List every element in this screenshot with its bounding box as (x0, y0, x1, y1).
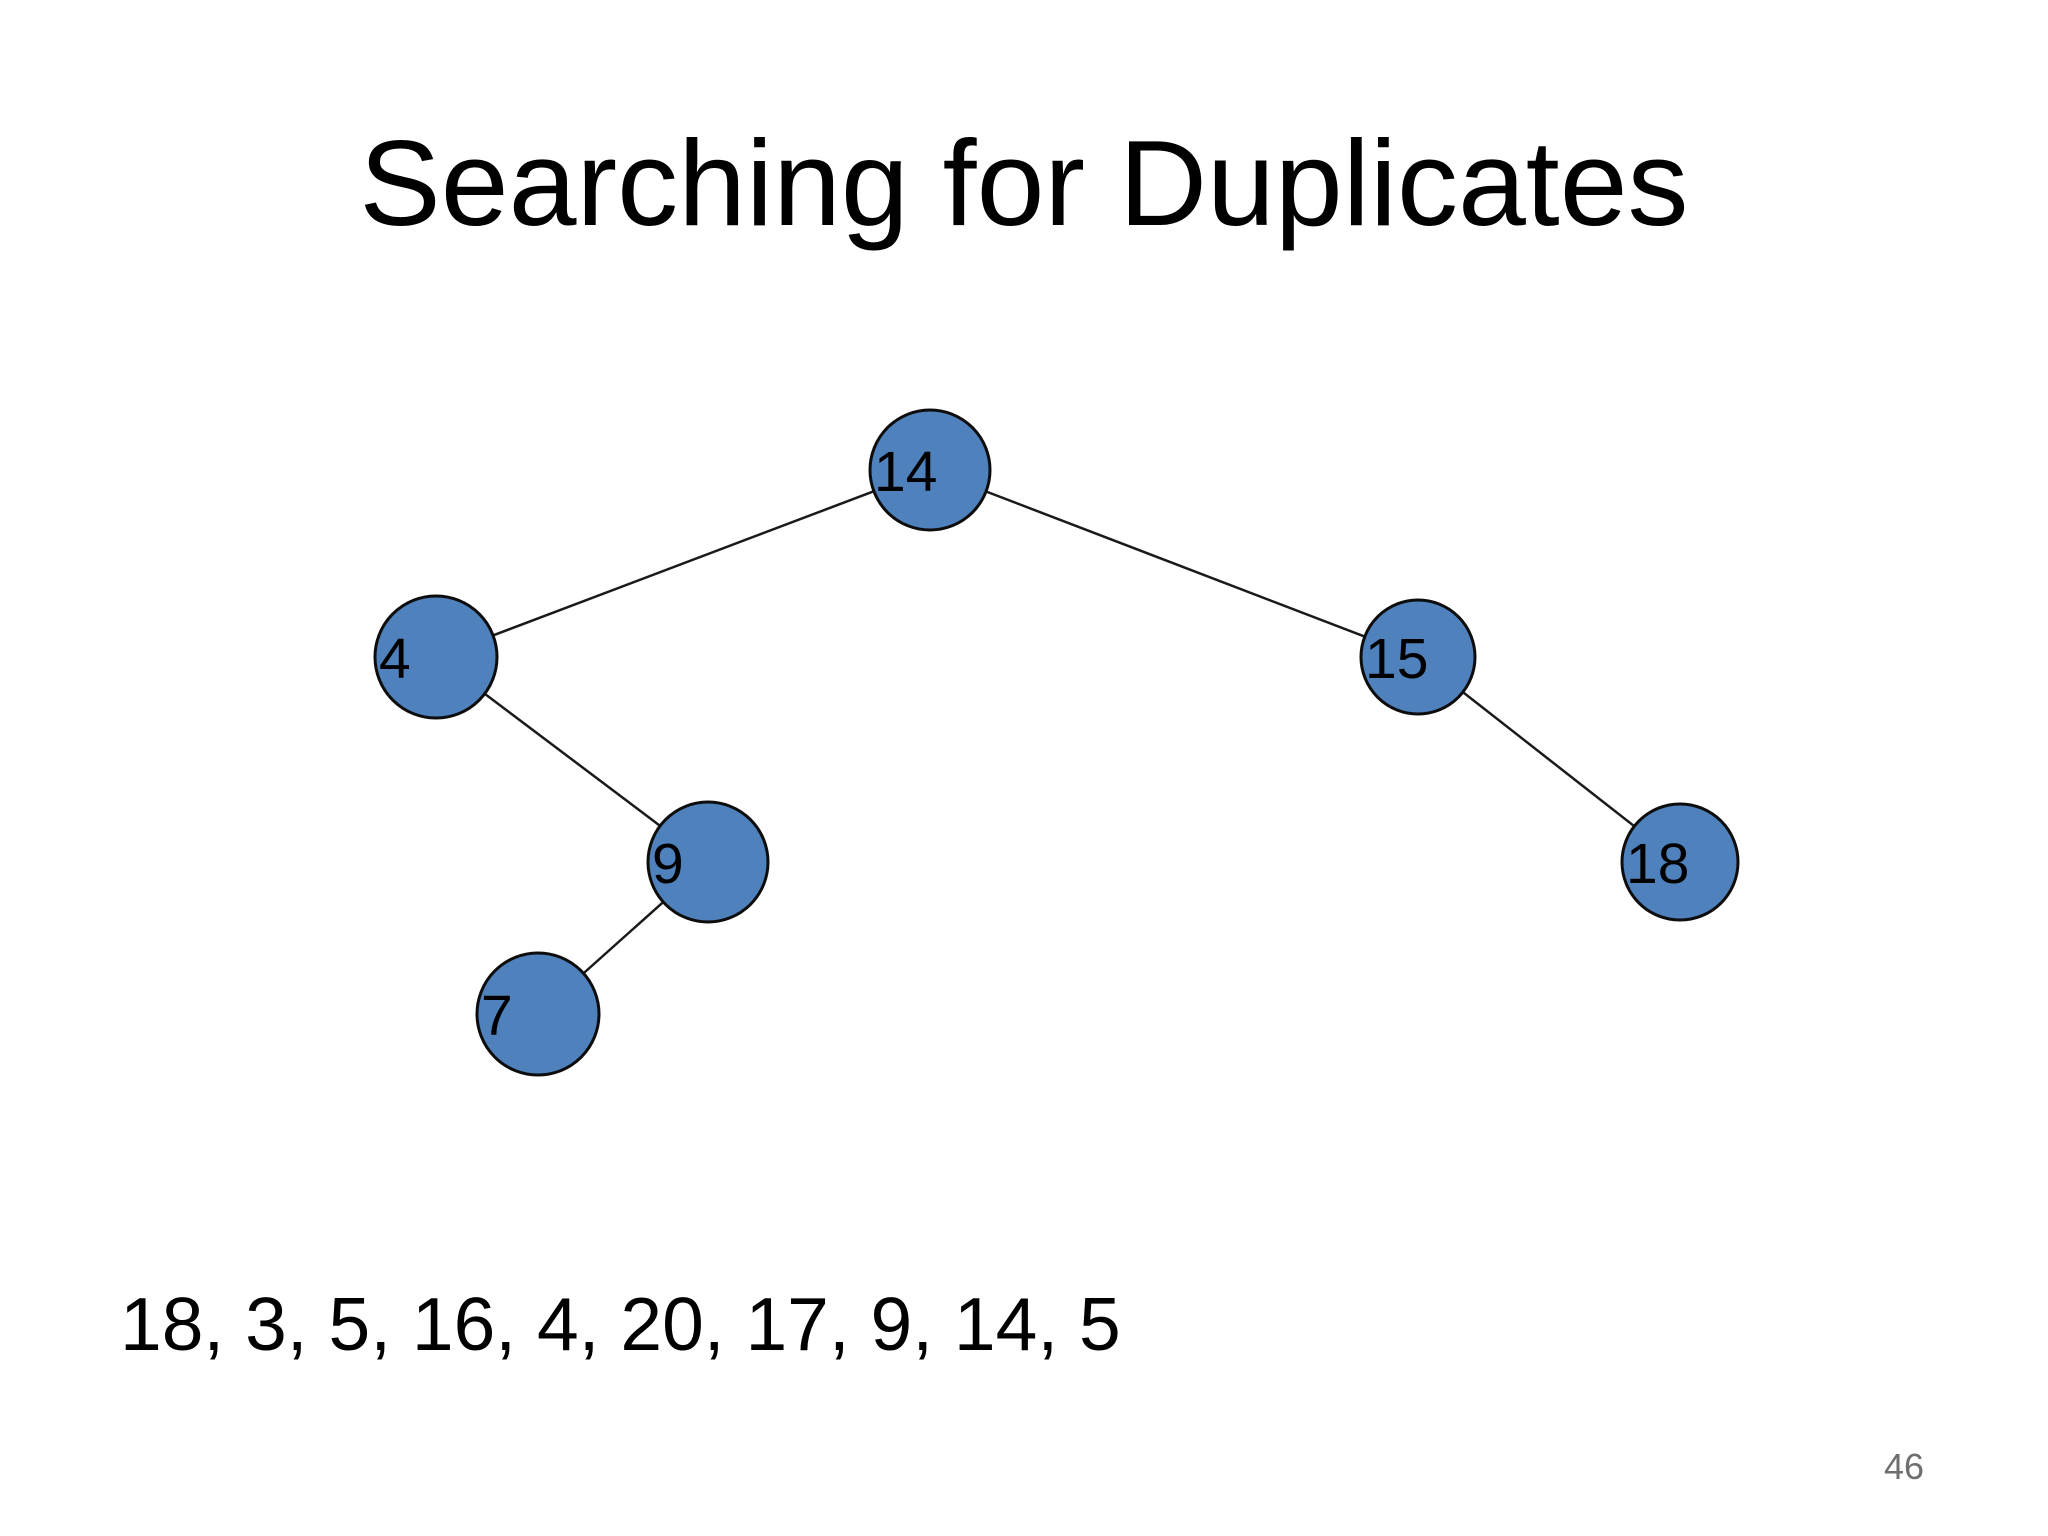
page-number: 46 (1884, 1446, 1925, 1487)
tree-node-4: 4 (373, 594, 499, 720)
tree-node-15: 15 (1359, 598, 1477, 716)
tree-edge-n14-n15 (929, 468, 1419, 659)
node-circle (646, 800, 770, 924)
node-label: 9 (652, 832, 684, 896)
node-label: 15 (1365, 627, 1428, 691)
node-circle (1620, 802, 1740, 922)
slide-title: Searching for Duplicates (359, 115, 1689, 251)
node-label: 4 (379, 627, 411, 691)
node-circle (475, 951, 601, 1077)
tree-edge-n14-n4 (435, 468, 931, 659)
tree-node-14: 14 (868, 408, 992, 532)
tree-node-9: 9 (646, 800, 770, 924)
node-circle (868, 408, 992, 532)
tree-node-7: 7 (475, 951, 601, 1077)
node-circle (373, 594, 499, 720)
tree-node-18: 18 (1620, 802, 1740, 922)
node-label: 14 (874, 440, 937, 504)
node-label: 7 (481, 984, 513, 1048)
input-sequence-text: 18, 3, 5, 16, 4, 20, 17, 9, 14, 5 (120, 1282, 1121, 1366)
node-circle (1359, 598, 1477, 716)
node-label: 18 (1626, 832, 1689, 896)
